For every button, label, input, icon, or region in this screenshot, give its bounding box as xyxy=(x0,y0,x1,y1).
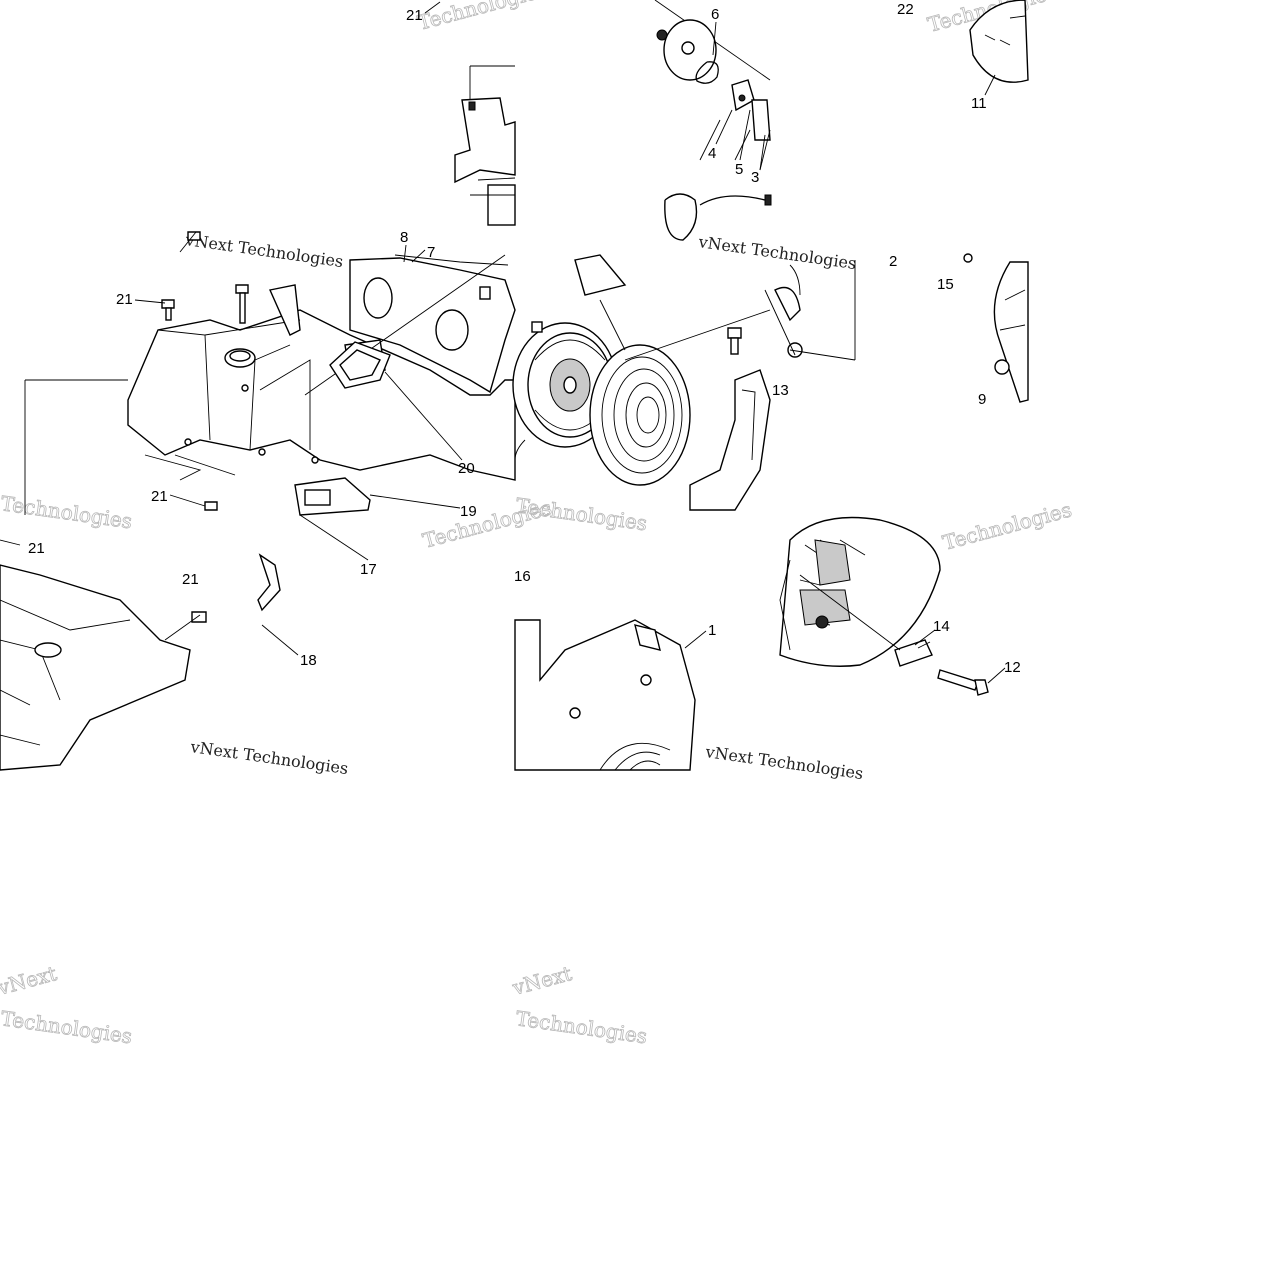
base-shroud xyxy=(0,553,299,771)
gasket-part xyxy=(329,341,391,389)
watermark-text: Technologies xyxy=(0,1006,134,1048)
callout-label: 1 xyxy=(708,622,716,639)
watermark-text: vNext Technologies xyxy=(188,737,349,778)
callout-label: 7 xyxy=(427,244,435,261)
watermark-text: Technologies xyxy=(940,497,1074,554)
callout-label: 9 xyxy=(978,391,986,408)
callout-label: 20 xyxy=(458,460,475,477)
watermark-text: Technologies xyxy=(514,1006,648,1048)
callout-label: 21 xyxy=(151,488,168,505)
recoil-spring xyxy=(589,299,771,486)
callout-label: 4 xyxy=(708,145,716,162)
watermark-layer: Technologies Technologies vNext Technolo… xyxy=(0,0,1075,1049)
callout-label: 21 xyxy=(406,7,423,24)
callout-label: 16 xyxy=(514,568,531,585)
callout-label: 18 xyxy=(300,652,317,669)
callout-label: 12 xyxy=(1004,659,1021,676)
bolt-group xyxy=(161,231,249,623)
callout-label: 21 xyxy=(182,571,199,588)
callout-layer: 21 6 22 11 4 5 3 8 7 2 15 21 13 9 20 21 … xyxy=(28,1,1021,676)
cover-plate xyxy=(294,477,371,516)
callout-label: 6 xyxy=(711,6,719,23)
callout-label: 11 xyxy=(971,95,987,112)
watermark-text: vNext Technologies xyxy=(703,742,864,783)
callout-label: 8 xyxy=(400,229,408,246)
callout-label: 22 xyxy=(897,1,914,18)
callout-label: 13 xyxy=(772,382,789,399)
watermark-text: Technologies xyxy=(514,493,648,535)
callout-label: 14 xyxy=(933,618,950,635)
callout-label: 17 xyxy=(360,561,377,578)
callout-label: 19 xyxy=(460,503,477,520)
callout-label: 3 xyxy=(751,169,759,186)
watermark-text: Technologies xyxy=(0,491,134,533)
starter-cup-part xyxy=(969,0,1029,96)
watermark-text: vNext Technologies xyxy=(696,232,857,273)
fan-housing-shroud xyxy=(24,254,516,515)
pawl-assembly xyxy=(654,0,772,241)
leader-lines xyxy=(0,1,1006,684)
callout-label: 2 xyxy=(889,253,897,270)
watermark-text: vNext xyxy=(509,961,574,1000)
blower-shroud xyxy=(779,516,989,696)
callout-label: 15 xyxy=(937,276,954,293)
watermark-text: vNext Technologies xyxy=(183,230,344,271)
callout-label: 21 xyxy=(28,540,45,557)
housing-fragment-right xyxy=(963,253,1029,403)
fan-housing xyxy=(514,619,696,771)
callout-label: 21 xyxy=(116,291,133,308)
watermark-text: vNext xyxy=(0,961,59,1000)
callout-label: 5 xyxy=(735,161,743,178)
upper-bracket xyxy=(454,65,516,226)
